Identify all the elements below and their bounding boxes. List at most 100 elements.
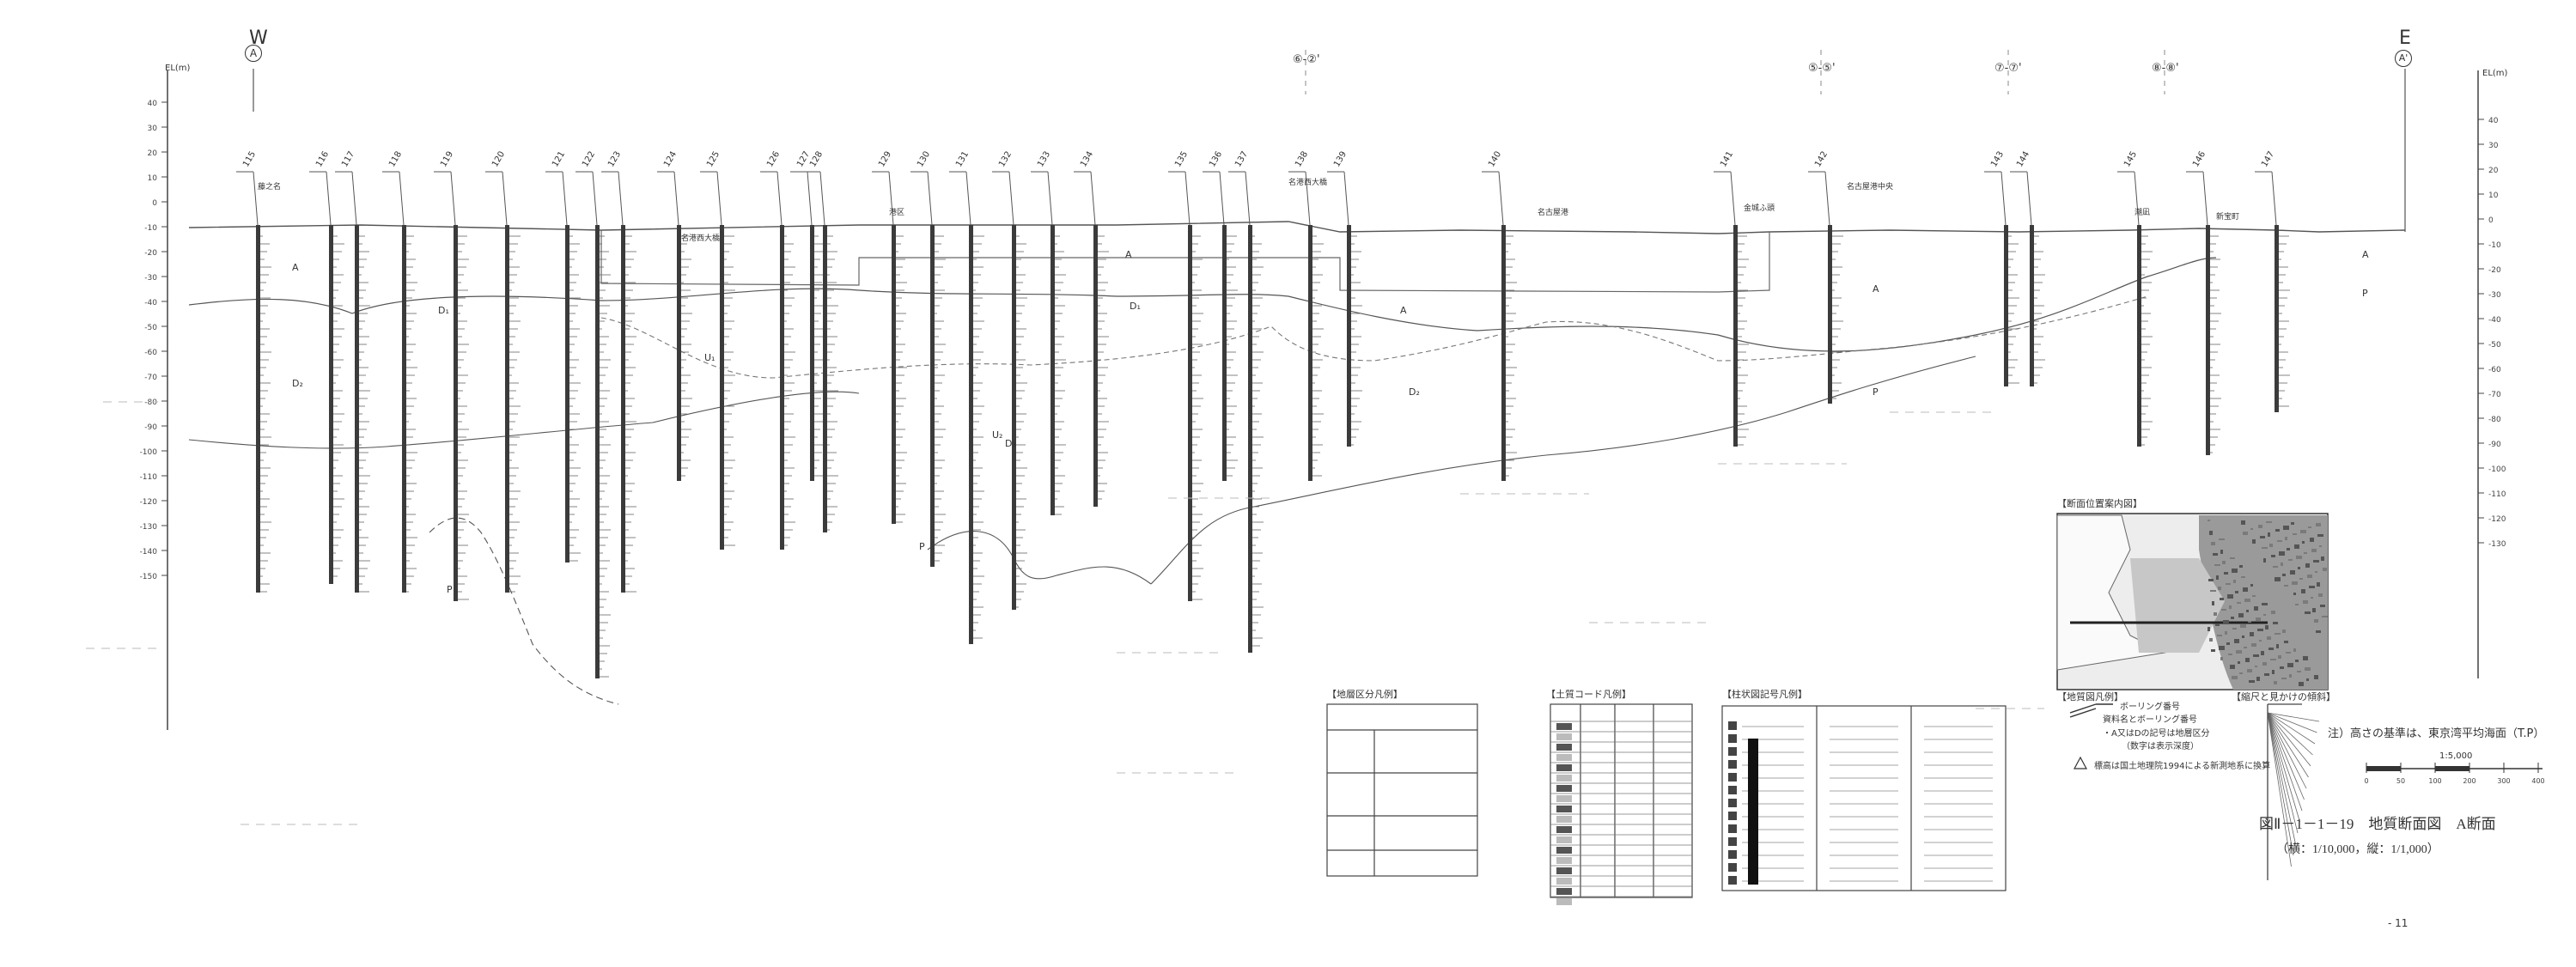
borehole-column [1093,225,1098,507]
map-texture-block [2318,593,2323,597]
borehole-leader [592,171,598,226]
borehole-number: 130 [916,149,932,168]
borehole-leader [2001,171,2007,226]
boring-legend-title: 【地質図凡例】 [2057,691,2123,702]
dip-fan-ray [2267,712,2305,800]
right-tick-label: -60 [2488,366,2501,374]
map-texture-block [2263,558,2266,563]
map-texture-block [2288,559,2293,561]
map-texture-block [2214,564,2220,566]
left-tick-label: -120 [140,498,158,507]
left-tick-label: 0 [152,199,157,208]
map-texture-block [2219,646,2225,650]
borehole-number: 145 [2122,149,2139,168]
borehole-number: 133 [1036,149,1052,168]
boring-note-4: （数字は表示深度） [2122,742,2199,751]
borehole-number: 121 [551,149,567,168]
map-texture-block [2307,575,2312,578]
borehole-leader [1184,171,1191,226]
map-texture-block [2283,526,2289,530]
stratum-label: P [447,584,453,595]
borehole-column [1347,225,1351,447]
borehole-number: 136 [1208,149,1224,168]
borehole-leader [1090,171,1096,226]
map-texture-block [2275,529,2280,532]
stratum-label: U₁ [704,352,715,363]
borehole-number: 143 [1989,149,2006,168]
soil-pattern-swatch [1556,878,1572,885]
map-texture-block [2252,539,2256,544]
map-texture-block [2317,534,2323,537]
soil-pattern-swatch [1556,847,1572,854]
apparent-dip-fan [2267,712,2320,867]
boundary-D2-P [1150,356,1976,585]
boring-note-5: 標高は国土地理院1994による新測地系に換算 [2094,762,2271,771]
borehole-column [677,225,681,481]
borehole-column [1733,225,1738,447]
place-label: 港区 [889,207,904,217]
borehole-leader [1219,171,1225,226]
dip-fan-ray [2267,712,2296,845]
map-texture-block [2232,628,2237,629]
stratum-label: A [292,262,299,273]
symbol-bar [1748,739,1758,885]
map-texture-block [2251,643,2256,647]
borehole-number: 144 [2015,149,2031,168]
right-tick-label: -90 [2488,441,2501,449]
right-tick-label: -80 [2488,416,2501,424]
map-texture-block [2304,552,2307,554]
map-texture-block [2282,574,2286,576]
map-texture-block [2255,666,2257,667]
map-texture-block [2293,648,2296,652]
section-mark-guides [1305,50,2165,94]
symbol-swatch [1728,824,1737,833]
map-texture-block [2269,544,2273,547]
borehole-leader [1343,171,1349,226]
datum-note: 注）高さの基準は、東京湾平均海面（T.P） [2328,727,2545,740]
scale-bar-tick-label: 100 [2428,777,2441,785]
boring-note-1: ボーリング番号 [2120,702,2180,712]
right-tick-label: 10 [2488,192,2499,200]
map-texture-block [2241,576,2245,578]
borehole-number: 122 [581,149,597,168]
scale-bar-label: 1:5,000 [2439,751,2473,761]
boring-legend-triangle [2073,756,2088,769]
borehole-column [2030,225,2034,386]
borehole-number: 124 [662,149,679,168]
soil-pattern-swatch [1556,898,1572,905]
borehole-column [565,225,569,563]
map-texture-block [2289,674,2292,678]
borehole-column [2206,225,2210,455]
right-tick-label: -30 [2488,291,2501,300]
map-texture-block [2297,671,2301,672]
right-axis-ticks: 403020100-10-20-30-40-50-60-70-80-90-100… [2478,117,2506,549]
place-label: 名古屋港 [1538,207,1568,217]
left-axis-ticks: 403020100-10-20-30-40-50-60-70-80-90-100… [140,100,167,581]
borehole-leader [2026,171,2032,226]
borehole-column [1050,225,1055,515]
map-texture-block [2263,614,2266,616]
map-texture-block [2250,584,2253,587]
right-tick-label: -130 [2488,540,2506,549]
right-elevation-unit: EL(m) [2482,69,2508,78]
place-label: 名古屋港中央 [1847,181,1893,192]
map-texture-block [2208,520,2210,521]
borehole-leader [1008,171,1014,226]
map-texture-block [2319,545,2322,547]
map-texture-block [2320,605,2325,607]
map-texture-block [2228,654,2232,655]
soil-pattern-swatch [1556,723,1572,730]
place-label: 潮凪 [2134,207,2150,217]
right-tick-label: 30 [2488,142,2499,150]
map-texture-block [2265,625,2268,629]
soil-pattern-swatch [1556,744,1572,751]
place-label: 金城ふ頭 [1744,203,1775,213]
map-texture-block [2281,563,2283,566]
left-tick-label: 30 [148,125,158,133]
soil-code-legend-title: 【土質コード凡例】 [1546,689,1631,700]
map-texture-block [2239,672,2243,674]
borehole-column [1248,225,1252,653]
symbol-swatch [1728,773,1737,782]
basement-P-bulge-1 [927,531,1152,585]
